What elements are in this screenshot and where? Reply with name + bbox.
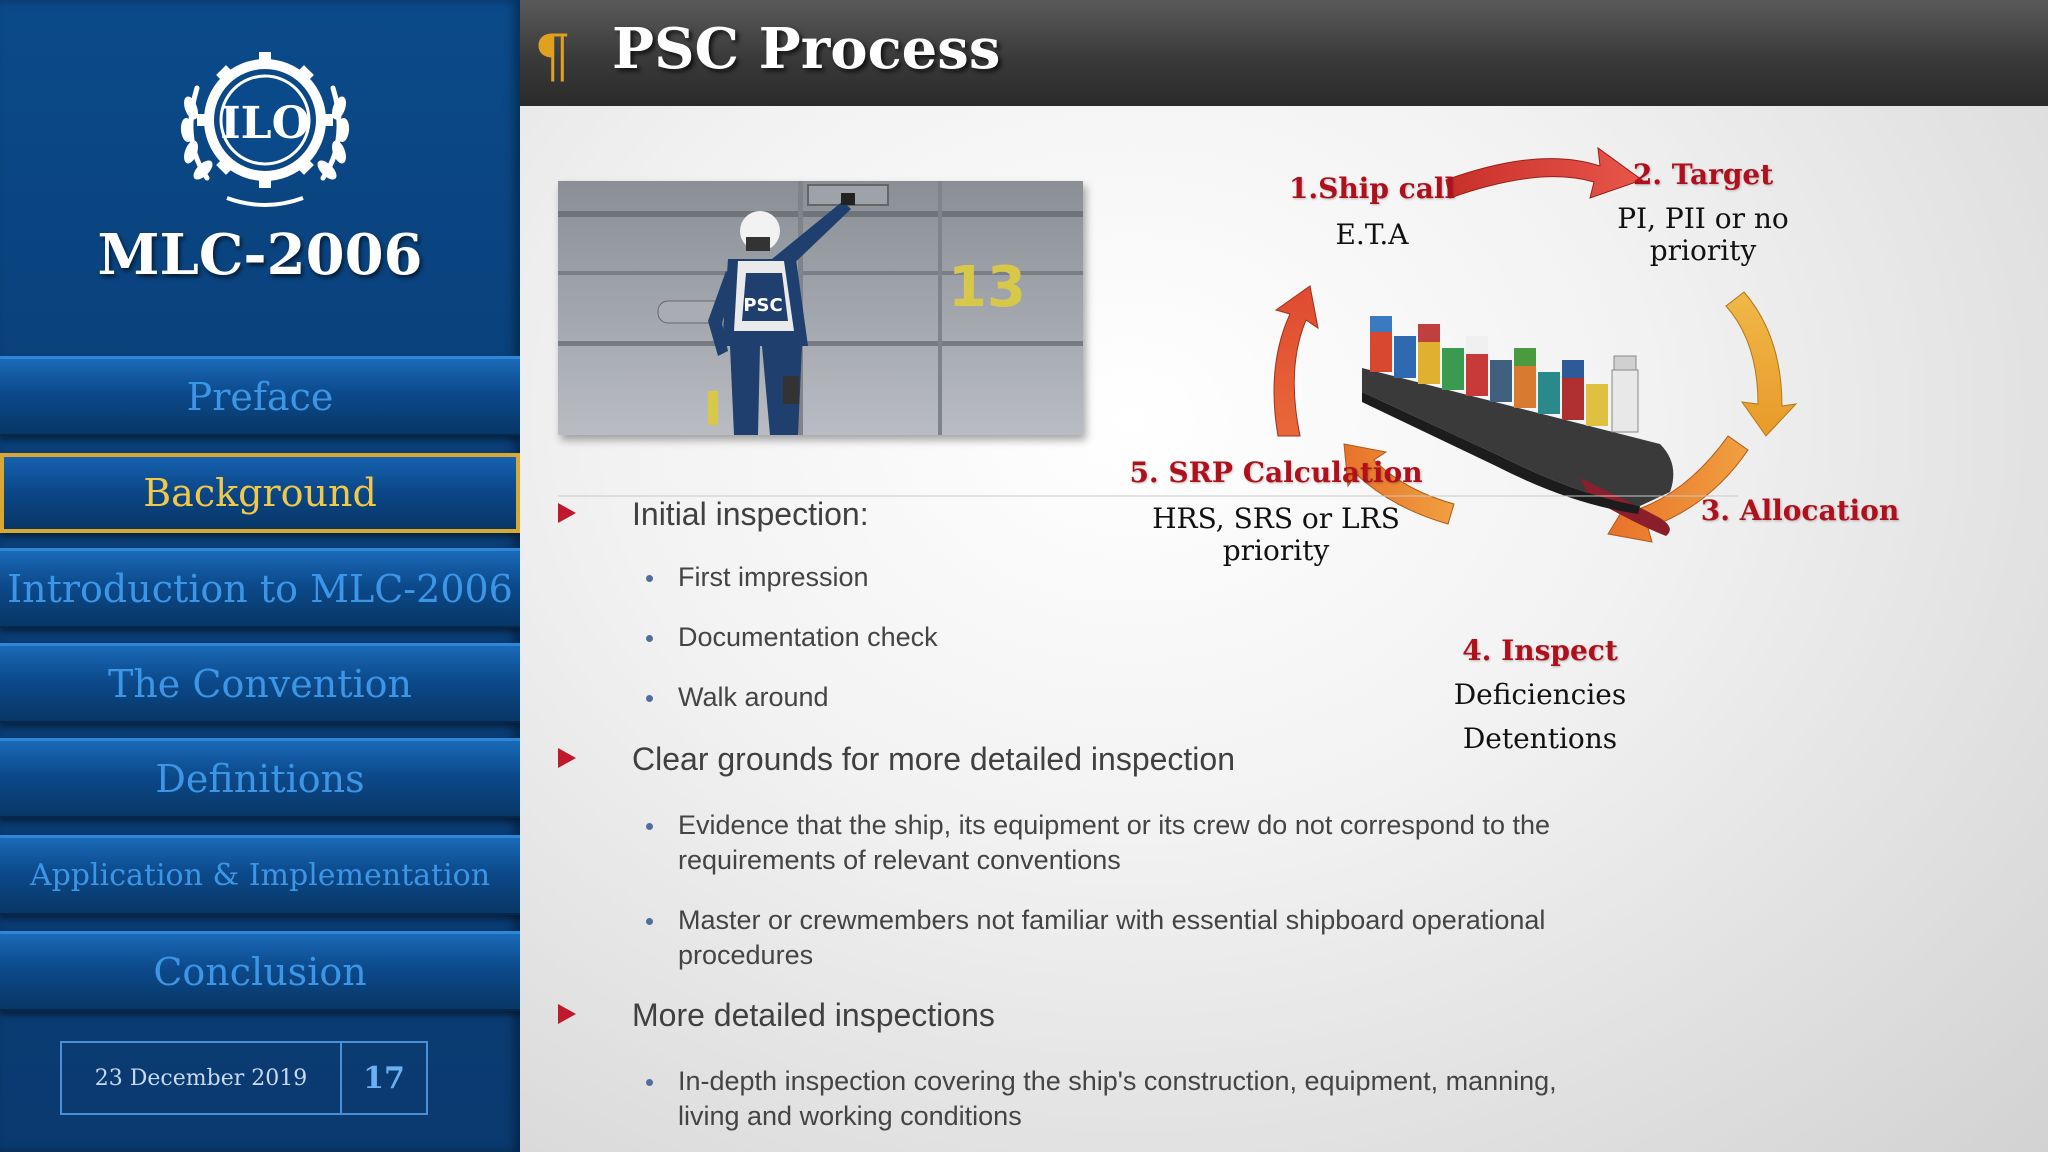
bullet-dot-icon: [646, 635, 653, 642]
cycle-arrow-5-icon: [1273, 285, 1319, 437]
page-title: PSC Process: [612, 16, 1001, 82]
cycle-step-2-detail-2: priority: [1649, 234, 1757, 267]
cycle-step-1-title: 1.Ship call: [1288, 172, 1456, 205]
nav-item-background[interactable]: Background: [0, 453, 520, 533]
bullet-dot-icon: [646, 1079, 653, 1086]
red-triangle-icon: [558, 1004, 576, 1024]
cycle-step-5-detail-1: HRS, SRS or LRS: [1152, 502, 1400, 535]
brand-title: MLC-2006: [97, 222, 423, 288]
title-bar: ¶ PSC Process: [520, 0, 2048, 109]
bullet-dot-icon: [646, 918, 653, 925]
pilcrow-icon: ¶: [534, 22, 571, 90]
nav-item-definitions[interactable]: Definitions: [0, 738, 520, 818]
cycle-step-5-detail-2: priority: [1222, 534, 1330, 567]
slide-footer: 23 December 2019 17: [60, 1041, 428, 1115]
nav-item-introduction[interactable]: Introduction to MLC-2006: [0, 548, 520, 628]
slide-date: 23 December 2019: [62, 1043, 342, 1113]
cycle-step-4-detail-1: Deficiencies: [1453, 678, 1627, 711]
nav-item-preface[interactable]: Preface: [0, 356, 520, 436]
red-triangle-icon: [558, 748, 576, 768]
cycle-step-4-detail-2: Detentions: [1462, 722, 1618, 755]
cycle-step-3-title: 3. Allocation: [1700, 494, 1900, 527]
bullet-dot-icon: [646, 823, 653, 830]
nav-item-conclusion[interactable]: Conclusion: [0, 931, 520, 1011]
cycle-step-2-title: 2. Target: [1632, 158, 1774, 191]
slide-content: 13 PSC Initial inspection: First impress…: [520, 106, 2048, 1152]
nav-item-convention[interactable]: The Convention: [0, 643, 520, 723]
cycle-step-1-detail: E.T.A: [1335, 218, 1409, 251]
ilo-logo-icon: ILO: [180, 52, 350, 207]
nav-item-application[interactable]: Application & Implementation: [0, 835, 520, 915]
bullet-dot-icon: [646, 695, 653, 702]
bullet-dot-icon: [646, 575, 653, 582]
cycle-arrow-2-icon: [1725, 291, 1798, 437]
sidebar: ILO MLC-2006 Preface Background Introduc…: [0, 0, 520, 1152]
cycle-step-2-detail-1: PI, PII or no: [1617, 202, 1789, 235]
cycle-step-4-title: 4. Inspect: [1462, 634, 1618, 667]
vest-label: PSC: [743, 295, 782, 316]
cycle-step-5-title: 5. SRP Calculation: [1129, 456, 1423, 489]
panel-number: 13: [948, 255, 1026, 320]
red-triangle-icon: [558, 503, 576, 523]
slide-number: 17: [363, 1060, 405, 1096]
logo-text: ILO: [220, 98, 310, 149]
inspector-photo: 13 PSC: [558, 181, 1083, 435]
